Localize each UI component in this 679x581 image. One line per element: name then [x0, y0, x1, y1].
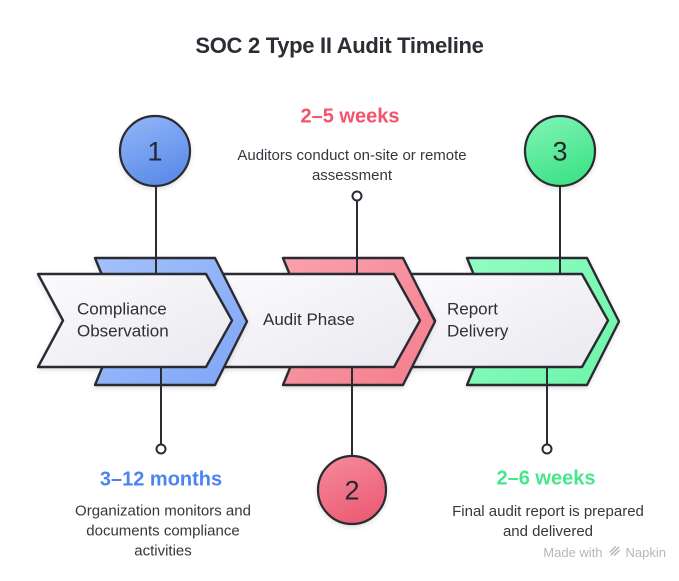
- step-1-label: Compliance Observation: [77, 299, 169, 341]
- step-2-number: 2: [344, 475, 360, 506]
- brand-text: Napkin: [625, 544, 666, 560]
- step-1-description: Organization monitors and documents comp…: [75, 502, 251, 559]
- step-1-chevron: [36, 272, 234, 369]
- step-2-chevron-group: [218, 256, 437, 387]
- page-title: SOC 2 Type II Audit Timeline: [195, 33, 484, 58]
- step-1-connector-dot: [155, 443, 167, 455]
- step-2-duration: 2–5 weeks: [300, 105, 400, 128]
- step-2-description: Auditors conduct on-site or remote asses…: [237, 147, 467, 184]
- step-1-badge-circle: [118, 114, 192, 188]
- step-3-label: Report Delivery: [447, 299, 509, 341]
- step-1-chevron-group: [36, 256, 249, 387]
- step-3-duration: 2–6 weeks: [496, 467, 596, 490]
- step-2-label: Audit Phase: [263, 309, 355, 329]
- step-1-number: 1: [147, 136, 163, 167]
- watermark: Made with Napkin: [490, 544, 666, 560]
- connector-lines: [155, 186, 561, 456]
- made-with-text: Made with: [543, 544, 603, 560]
- step-2-connector-dot: [351, 190, 363, 202]
- step-3-connector-dot: [541, 443, 553, 455]
- step-2-badge-circle: [316, 454, 388, 526]
- step-1-duration: 3–12 months: [99, 468, 223, 491]
- connector-dots: [155, 190, 553, 455]
- step-3-number: 3: [552, 136, 568, 167]
- step-3-badge-circle: [523, 114, 597, 188]
- step-badges: [118, 114, 597, 526]
- napkin-zigzag-icon: [608, 544, 621, 560]
- step-3-description: Final audit report is prepared and deliv…: [452, 503, 644, 540]
